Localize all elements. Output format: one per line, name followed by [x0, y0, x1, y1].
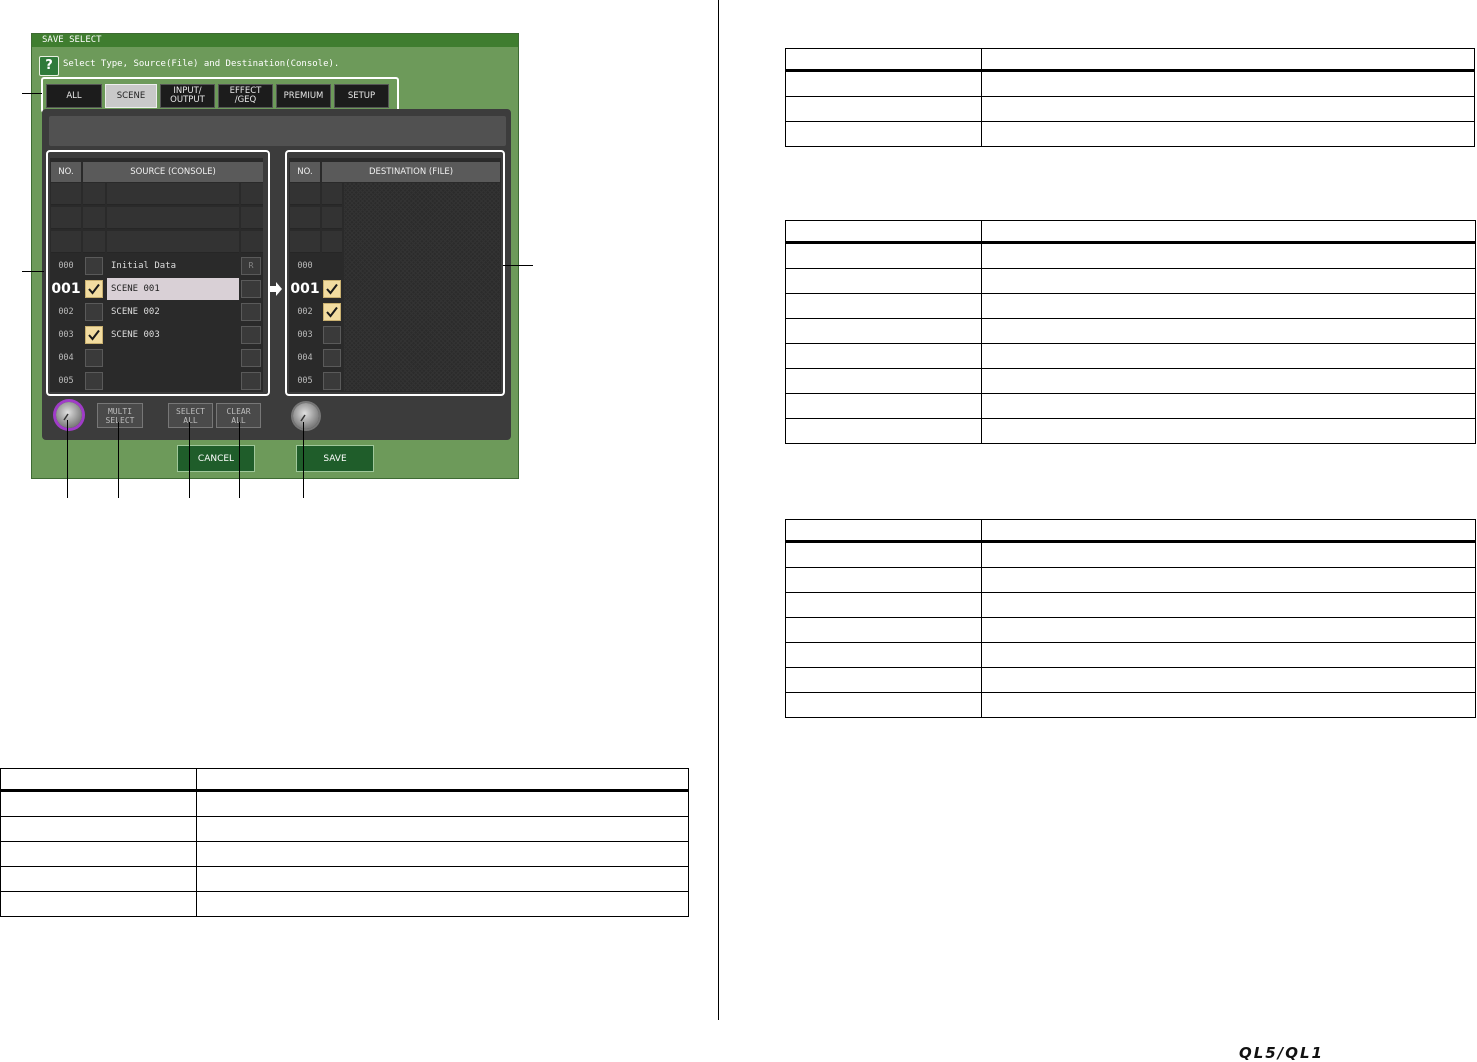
tab-scene[interactable]: SCENE [105, 84, 157, 108]
callout-line [22, 93, 42, 94]
knob-indicator-icon [300, 414, 306, 422]
empty-cell [322, 231, 342, 253]
source-row-flag [241, 303, 261, 321]
empty-cell [107, 183, 239, 205]
source-row-number: 004 [58, 353, 74, 363]
source-row-number: 000 [58, 261, 74, 271]
callout-line [189, 422, 190, 498]
callout-line [22, 271, 44, 272]
destination-row-checkbox[interactable] [323, 280, 341, 298]
save-select-dialog: SAVE SELECT ? Select Type, Source(File) … [31, 33, 519, 479]
source-row-checkbox[interactable] [85, 303, 103, 321]
destination-col-title: DESTINATION (FILE) [322, 162, 500, 182]
destination-empty-area [344, 183, 500, 391]
source-row-flag [241, 280, 261, 298]
callout-line [503, 265, 533, 266]
checkmark-icon [326, 306, 338, 318]
destination-col-no: NO. [290, 162, 320, 182]
callout-line [239, 422, 240, 498]
source-row-number: 005 [58, 376, 74, 386]
parameter-table [785, 519, 1476, 718]
source-row-number: 002 [58, 307, 74, 317]
destination-list-frame [285, 150, 505, 396]
callout-line [303, 422, 304, 498]
source-col-title: SOURCE (CONSOLE) [83, 162, 263, 182]
empty-cell [83, 231, 105, 253]
callout-line [118, 422, 119, 498]
source-row-number: 001 [51, 281, 81, 297]
destination-row-number: 004 [297, 353, 313, 363]
empty-cell [83, 183, 105, 205]
source-row-number: 003 [58, 330, 74, 340]
checkmark-icon [326, 283, 338, 295]
parameter-table [0, 768, 689, 917]
empty-cell [290, 207, 320, 229]
source-row-checkbox[interactable] [85, 372, 103, 390]
list-panel-header [49, 116, 506, 146]
empty-cell [322, 183, 342, 205]
source-row-name[interactable]: SCENE 003 [111, 330, 160, 340]
copy-arrow-icon [270, 282, 282, 296]
empty-cell [290, 231, 320, 253]
callout-line [67, 420, 68, 498]
source-row-checkbox[interactable] [85, 349, 103, 367]
source-scroll-knob[interactable] [56, 402, 82, 428]
empty-cell [51, 231, 81, 253]
empty-cell [322, 207, 342, 229]
source-col-no: NO. [51, 162, 81, 182]
checkmark-icon [88, 283, 100, 295]
page-divider [718, 0, 719, 1020]
empty-cell [107, 231, 239, 253]
read-only-flag: R [241, 257, 261, 275]
clear-all-button[interactable]: CLEAR ALL [216, 403, 261, 428]
destination-row-number: 000 [297, 261, 313, 271]
destination-row-checkbox[interactable] [323, 372, 341, 390]
source-row-flag [241, 372, 261, 390]
brand-logo: QL5/QL1 [1239, 1044, 1324, 1062]
source-row-flag [241, 349, 261, 367]
destination-row-checkbox[interactable] [323, 349, 341, 367]
source-list-frame [46, 150, 270, 396]
destination-scroll-knob[interactable] [293, 403, 319, 429]
multi-select-button[interactable]: MULTI SELECT [97, 403, 143, 428]
select-all-button[interactable]: SELECT ALL [168, 403, 213, 428]
empty-cell [241, 207, 263, 229]
tab-effect-geq[interactable]: EFFECT /GEQ [218, 84, 273, 108]
tab-all[interactable]: ALL [46, 84, 102, 108]
destination-row-checkbox[interactable] [323, 326, 341, 344]
knob-indicator-icon [63, 413, 69, 421]
checkmark-icon [88, 329, 100, 341]
destination-row-number: 002 [297, 307, 313, 317]
destination-row-number: 001 [290, 281, 320, 297]
parameter-table [785, 220, 1476, 444]
empty-cell [290, 183, 320, 205]
source-row-name[interactable]: SCENE 001 [107, 278, 239, 300]
empty-cell [107, 207, 239, 229]
save-button[interactable]: SAVE [296, 445, 374, 472]
source-row-name[interactable]: SCENE 002 [111, 307, 160, 317]
source-row-checkbox[interactable] [85, 326, 103, 344]
parameter-table [785, 48, 1475, 147]
destination-row-number: 003 [297, 330, 313, 340]
tab-input-output[interactable]: INPUT/ OUTPUT [160, 84, 215, 108]
source-row-checkbox[interactable] [85, 280, 103, 298]
tab-setup[interactable]: SETUP [334, 84, 389, 108]
tab-premium[interactable]: PREMIUM [276, 84, 331, 108]
destination-row-number: 005 [297, 376, 313, 386]
empty-cell [241, 183, 263, 205]
destination-row-checkbox[interactable] [323, 303, 341, 321]
source-row-flag [241, 326, 261, 344]
empty-cell [241, 231, 263, 253]
empty-cell [51, 183, 81, 205]
instruction-text: Select Type, Source(File) and Destinatio… [63, 59, 340, 69]
help-icon[interactable]: ? [39, 56, 59, 76]
cancel-button[interactable]: CANCEL [177, 445, 255, 472]
empty-cell [83, 207, 105, 229]
source-row-checkbox[interactable] [85, 257, 103, 275]
source-row-name[interactable]: Initial Data [111, 261, 177, 271]
empty-cell [51, 207, 81, 229]
dialog-title: SAVE SELECT [32, 34, 518, 47]
